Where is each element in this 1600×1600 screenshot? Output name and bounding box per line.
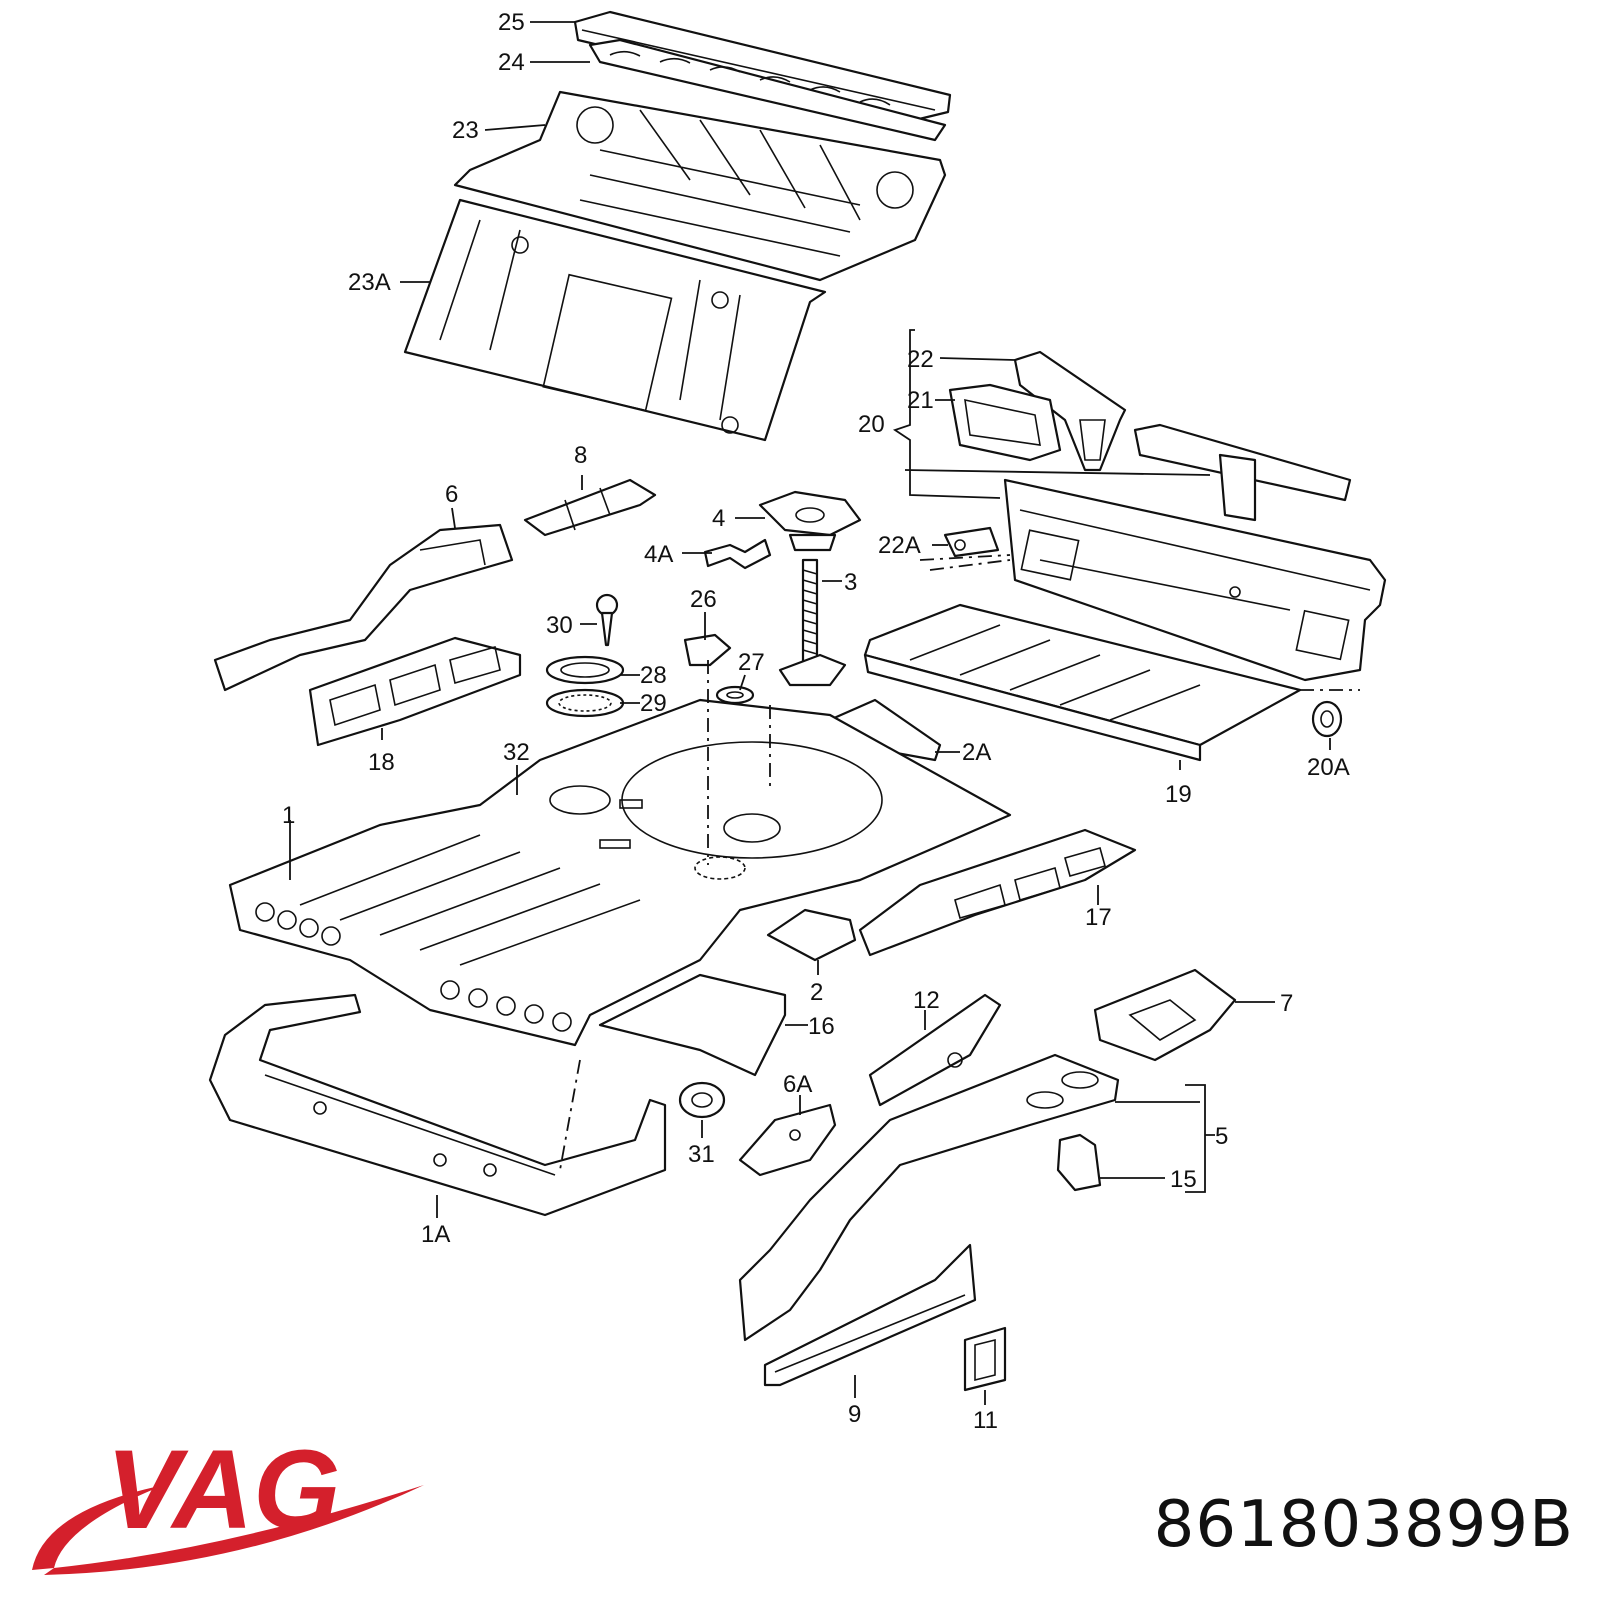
callout-2: 2 [810,979,823,1006]
part-17-member [858,828,1137,957]
assembly-line [559,1059,581,1171]
leader-lines [289,21,1331,1405]
callout-4: 4 [712,505,725,532]
part-20-rear-panel [1003,478,1387,682]
part-26-clip [683,633,732,667]
part-4-jack-head [758,490,862,552]
part-29-ring [545,688,625,718]
part-25-rail [573,10,952,122]
part-4A-wing-nut [703,538,772,570]
part-19-floor [863,603,1302,762]
part-1-floor-pan [228,698,1012,1047]
part-11-plate [963,1326,1007,1392]
brand-name: VAG [106,1430,340,1552]
part-7-bracket [1093,968,1237,1062]
callout-9: 9 [848,1401,861,1428]
part-9-sill [763,1243,977,1387]
callout-24: 24 [498,49,525,76]
part-20A-grommet [1311,700,1343,738]
part-28-ring [545,655,625,685]
callout-28: 28 [640,662,667,689]
callout-11: 11 [973,1407,998,1434]
part-6A-bracket [738,1103,837,1177]
logo-swoosh [32,1485,164,1570]
part-23-shelf [453,90,947,282]
part-22A-clip [943,526,1000,558]
callout-30: 30 [546,612,573,639]
part-12-bracket [868,993,1002,1107]
part-1A-valance [208,993,667,1217]
callout-6: 6 [445,481,458,508]
callout-15: 15 [1170,1166,1197,1193]
part-number: 861803899B [1153,1488,1574,1562]
part-30-screw [595,593,619,647]
part-24-rail [588,38,947,142]
callout-20A: 20A [1307,754,1350,781]
callout-16: 16 [808,1013,835,1040]
part-20-crossbar [1133,423,1352,522]
callout-3: 3 [844,569,857,596]
part-16-plate [598,973,787,1077]
vag-logo: VAG [32,1430,424,1575]
callout-17: 17 [1085,904,1112,931]
part-21-bracket [948,383,1062,462]
part-18-bracket [308,636,522,747]
part-15-bracket [1056,1133,1102,1192]
callout-32: 32 [503,739,530,766]
part-23A-panel [403,198,827,442]
callout-6A: 6A [783,1071,812,1098]
callout-23A: 23A [348,269,391,296]
callout-12: 12 [913,987,940,1014]
callout-22: 22 [907,346,934,373]
callout-8: 8 [574,442,587,469]
part-8-bracket [523,478,657,537]
callout-27: 27 [738,649,765,676]
callout-5: 5 [1215,1123,1228,1150]
part-3-spindle [778,558,847,687]
callout-7: 7 [1280,990,1293,1017]
part-5-member [738,1053,1120,1342]
callout-21: 21 [907,387,934,414]
callout-1: 1 [282,802,295,829]
callout-4A: 4A [644,541,673,568]
callout-31: 31 [688,1141,715,1168]
callout-19: 19 [1165,781,1192,808]
callout-20: 20 [858,411,885,438]
callout-25: 25 [498,9,525,36]
part-2-bracket [766,908,857,962]
logo-swoosh-underline [44,1485,424,1575]
callout-18: 18 [368,749,395,776]
callout-2A: 2A [962,739,991,766]
assembly-line [919,554,1011,571]
callout-26: 26 [690,586,717,613]
callout-23: 23 [452,117,479,144]
part-31-grommet [678,1081,726,1119]
callout-1A: 1A [421,1221,450,1248]
part-6-member [213,523,514,692]
part-27-nut [715,685,755,705]
callout-22A: 22A [878,532,921,559]
callout-29: 29 [640,690,667,717]
